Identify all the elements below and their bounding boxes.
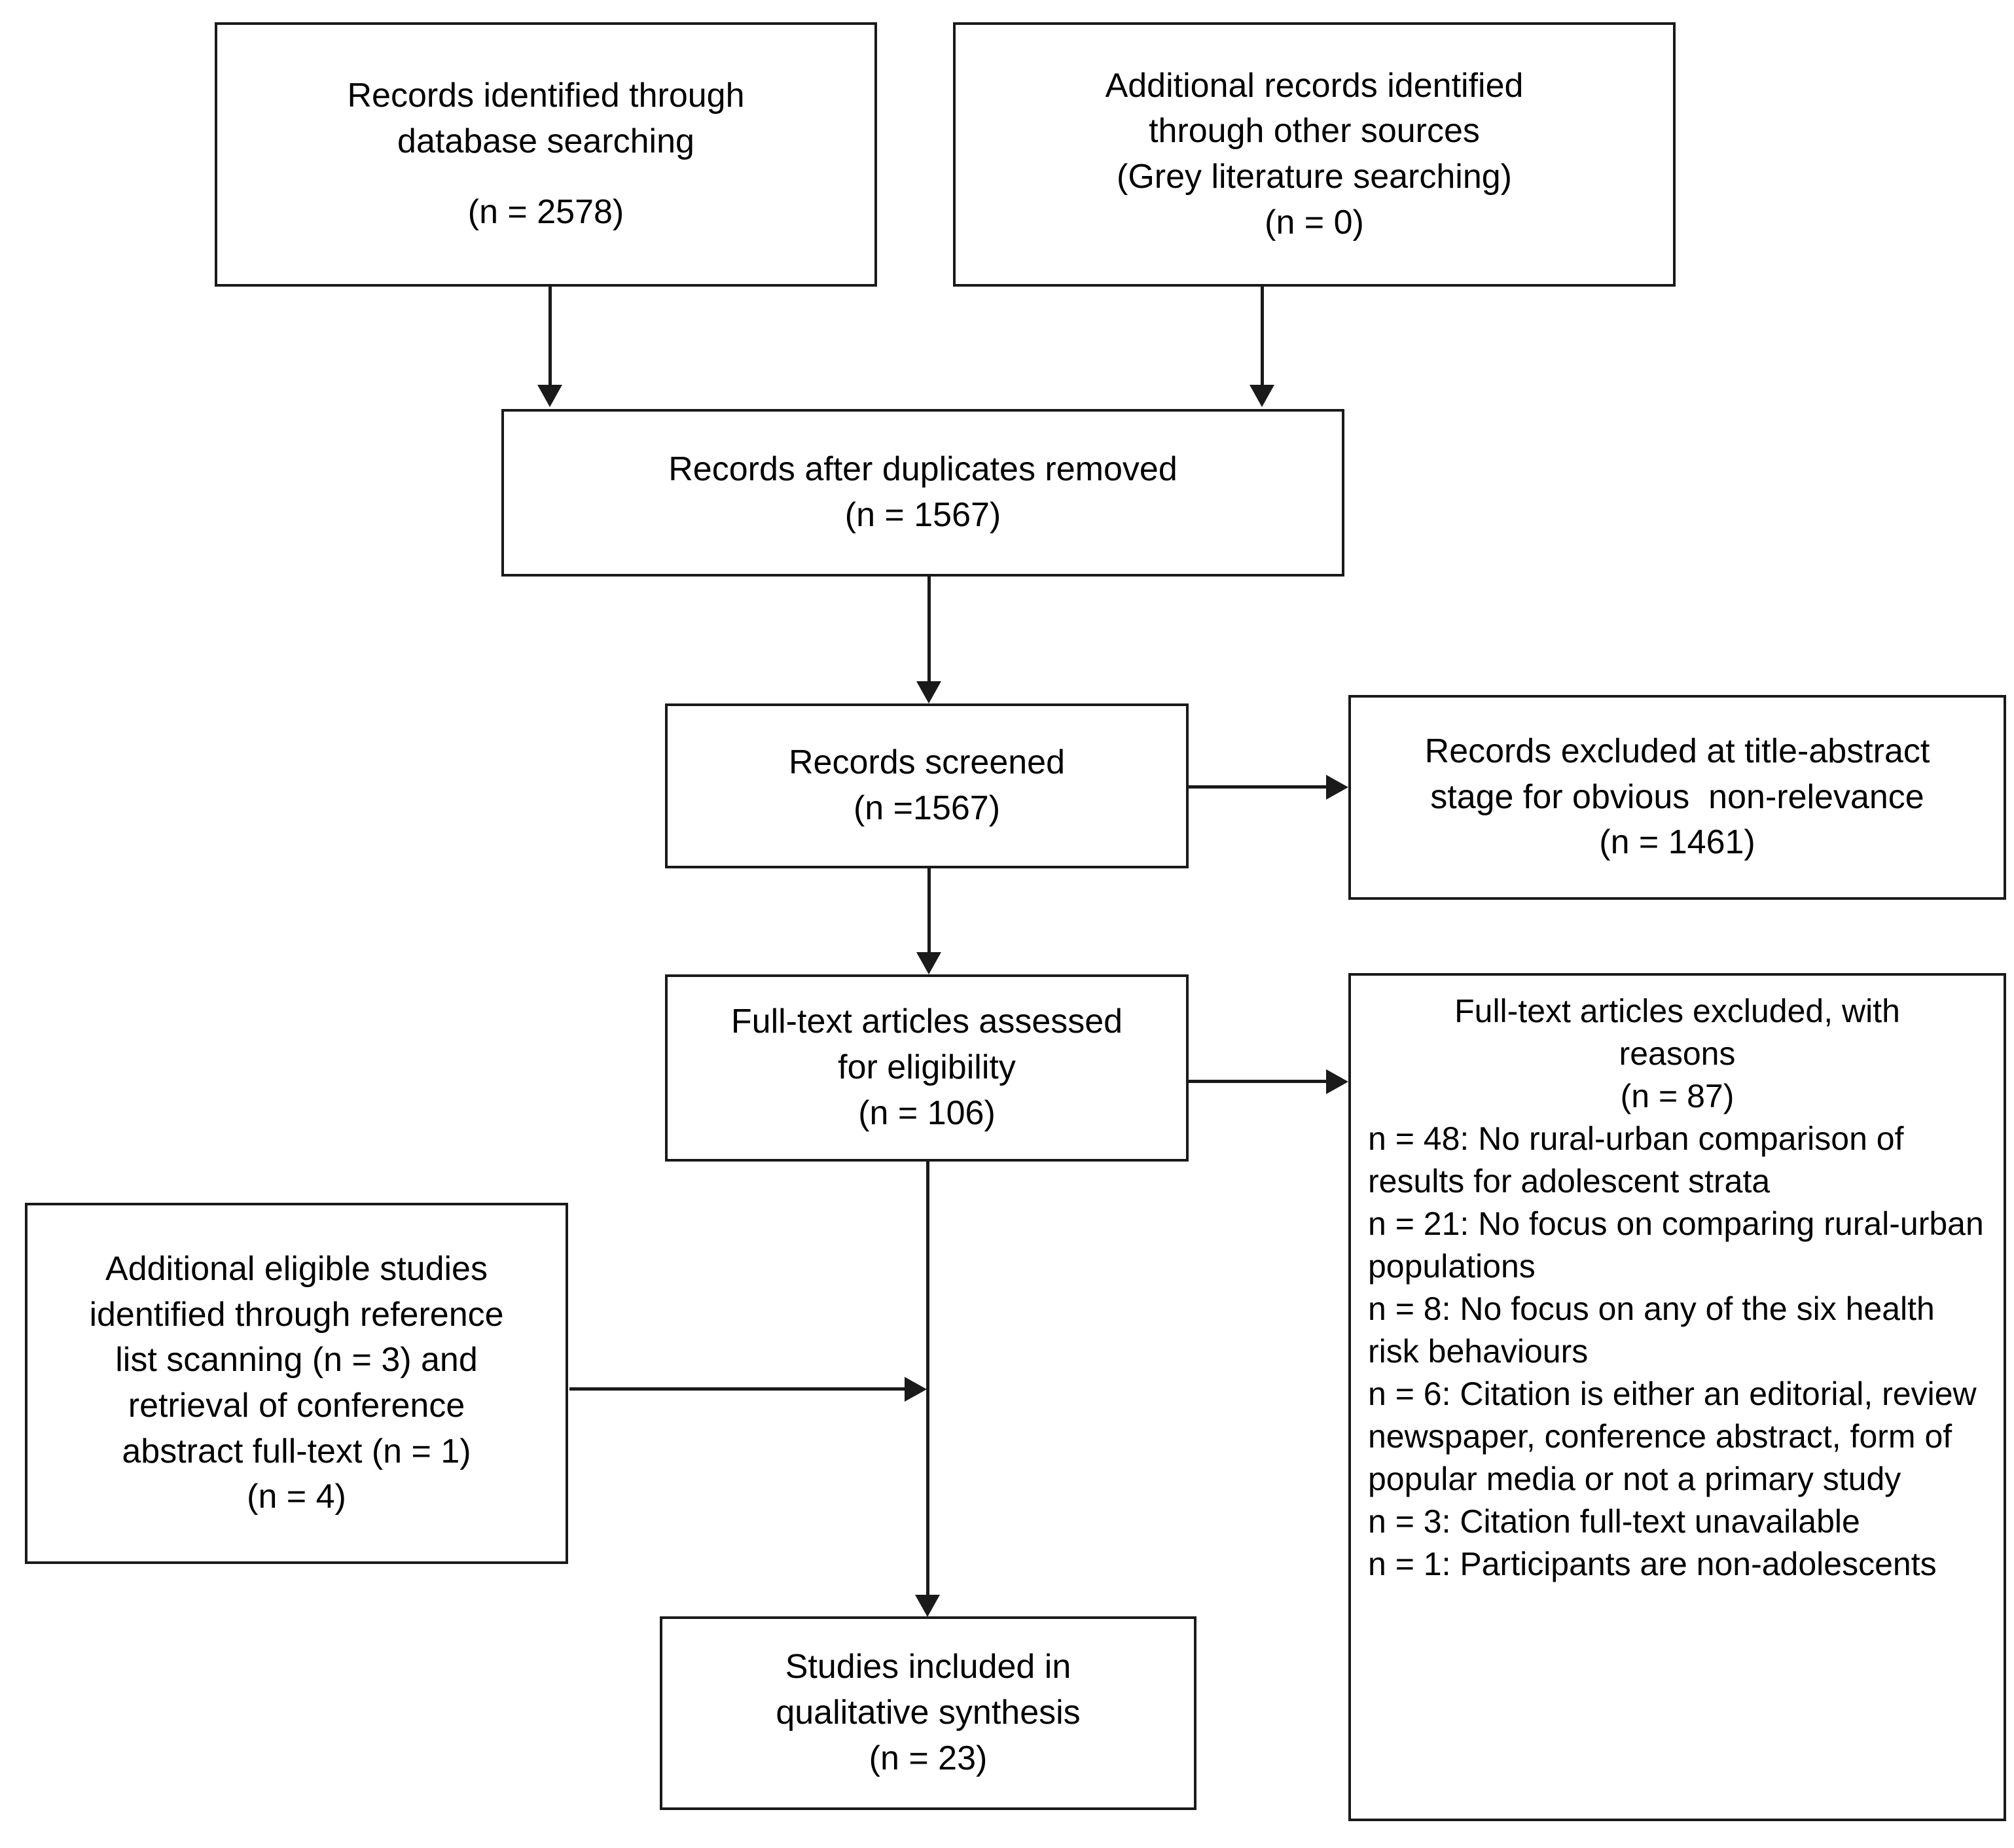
box-count: (n = 1461) [1599,823,1755,862]
box-additional-eligible-studies: Additional eligible studies identified t… [25,1203,568,1564]
exclusion-reason: n = 8: No focus on any of the six health… [1368,1290,1935,1370]
box-line: database searching [397,122,694,161]
connector-fulltext-to-included [926,1162,929,1595]
connector-duplicates-to-screened [927,577,931,681]
arrowhead-fulltext-to-included [915,1595,940,1617]
box-count: (n = 0) [1265,203,1364,241]
arrowhead-database-to-duplicates [537,385,562,407]
arrowhead-duplicates-to-screened [916,681,941,703]
box-line: Additional eligible studies [105,1249,488,1288]
connector-additional-to-spine [569,1387,905,1391]
box-records-after-duplicates: Records after duplicates removed (n = 15… [501,409,1344,577]
box-line: stage for obvious non-relevance [1430,777,1924,816]
box-line: (Grey literature searching) [1117,158,1512,196]
box-records-identified-database: Records identified through database sear… [215,22,877,287]
box-line: Full-text articles excluded, with [1454,993,1900,1029]
box-records-excluded-title-abstract: Records excluded at title-abstract stage… [1348,695,2006,900]
box-line: through other sources [1149,112,1480,151]
box-count: (n = 4) [247,1478,346,1516]
box-studies-included: Studies included in qualitative synthesi… [660,1616,1196,1810]
box-fulltext-excluded-reasons: Full-text articles excluded, with reason… [1348,973,2006,1821]
box-line: Full-text articles assessed [730,1003,1123,1041]
box-line: Records screened [789,743,1065,782]
connector-screened-to-fulltext [927,868,931,952]
arrowhead-fulltext-to-excluded [1326,1069,1348,1094]
box-line: qualitative synthesis [776,1694,1081,1732]
exclusion-reason: n = 3: Citation full-text unavailable [1368,1503,1860,1540]
box-count: (n = 87) [1620,1078,1735,1114]
arrowhead-screened-to-fulltext [916,952,941,974]
box-line: identified through reference [89,1295,504,1334]
box-line: Additional records identified [1105,66,1524,105]
connector-other-sources-to-duplicates [1261,287,1264,385]
box-line: Studies included in [785,1648,1071,1686]
box-line: abstract full-text (n = 1) [122,1432,471,1470]
arrowhead-other-sources-to-duplicates [1250,385,1274,407]
box-line: retrieval of conference [128,1387,465,1425]
box-line: Records excluded at title-abstract [1424,732,1930,770]
box-line: reasons [1619,1035,1736,1072]
box-fulltext-assessed: Full-text articles assessed for eligibil… [665,974,1189,1162]
exclusion-reason: n = 48: No rural-urban comparison of res… [1368,1120,1904,1199]
connector-screened-to-excluded [1189,785,1326,789]
box-line: Records identified through [347,77,745,115]
box-additional-records-other-sources: Additional records identified through ot… [953,22,1676,287]
box-count: (n = 1567) [844,496,1001,534]
box-count: (n = 2578) [467,192,624,231]
box-records-screened: Records screened (n =1567) [665,703,1189,868]
box-count: (n =1567) [853,789,1001,827]
arrowhead-additional-to-spine [905,1377,927,1402]
connector-fulltext-to-excluded [1189,1080,1326,1083]
box-count: (n = 106) [858,1093,996,1132]
exclusion-reason: n = 6: Citation is either an editorial, … [1368,1376,1977,1497]
box-line: list scanning (n = 3) and [115,1341,478,1379]
arrowhead-screened-to-excluded [1326,775,1348,800]
box-line: for eligibility [838,1048,1016,1087]
exclusion-reason: n = 1: Participants are non-adolescents [1368,1546,1937,1582]
exclusion-reason: n = 21: No focus on comparing rural-urba… [1368,1205,1984,1285]
box-count: (n = 23) [869,1739,988,1777]
connector-database-to-duplicates [548,287,552,385]
box-line: Records after duplicates removed [668,450,1178,489]
